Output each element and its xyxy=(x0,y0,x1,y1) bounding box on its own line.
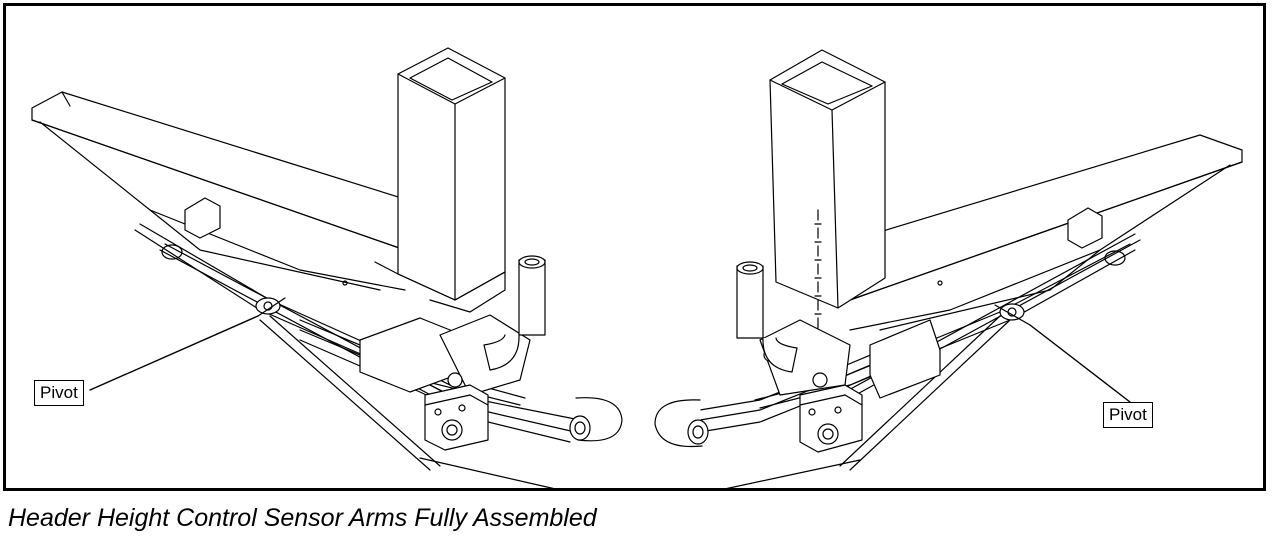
right-pivot-label: Pivot xyxy=(1103,402,1153,428)
left-pivot-bolt xyxy=(255,297,286,317)
left-header-beam xyxy=(31,91,441,291)
right-upright-post xyxy=(769,49,886,309)
left-upright-post xyxy=(374,47,506,313)
left-sensor-arm-assembly xyxy=(31,47,623,491)
left-pivot-leader xyxy=(89,315,259,391)
left-sensor-box xyxy=(424,384,489,451)
figure-frame xyxy=(3,3,1266,491)
figure-caption: Header Height Control Sensor Arms Fully … xyxy=(8,504,597,532)
right-mount-bracket xyxy=(759,207,1126,399)
left-pivot-label: Pivot xyxy=(34,380,84,406)
right-elbow-pipe xyxy=(736,261,798,373)
right-pivot-bolt xyxy=(994,303,1031,326)
right-sensor-box xyxy=(799,384,863,453)
right-sensor-arm-assembly xyxy=(654,49,1243,491)
left-elbow-pipe xyxy=(483,255,546,371)
right-pivot-leader xyxy=(1029,324,1131,403)
